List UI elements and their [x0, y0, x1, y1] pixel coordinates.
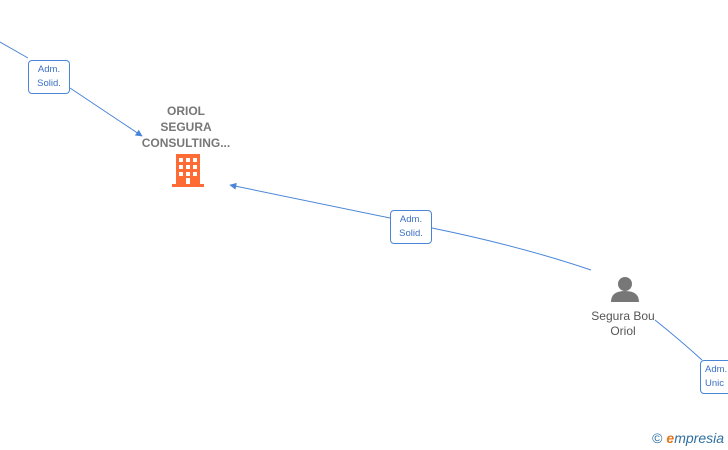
edge-line-person-to-company — [230, 185, 592, 271]
company-name[interactable]: ORIOL SEGURA CONSULTING... — [126, 103, 246, 151]
edge-label-line: Adm. — [399, 214, 423, 225]
edge-label-line: Unic — [705, 378, 725, 389]
edge-line-top-left — [0, 41, 142, 136]
brand-name: mpresia — [674, 430, 724, 446]
empresia-watermark: ©empresia — [652, 430, 724, 446]
edge-label-top-left: Adm. Solid. — [28, 60, 70, 94]
edge-line-bottom-right — [654, 319, 703, 361]
company-name-line: CONSULTING... — [141, 136, 231, 150]
edge-label-line: Solid. — [399, 228, 423, 239]
brand-initial: e — [666, 430, 675, 446]
edge-label-line: Adm. — [705, 364, 728, 375]
person-name[interactable]: Segura Bou Oriol — [578, 309, 668, 339]
building-icon[interactable] — [172, 154, 204, 187]
edge-label-middle: Adm. Solid. — [390, 210, 432, 244]
person-name-line: Segura Bou — [591, 309, 655, 323]
edge-label-line: Adm. — [37, 64, 61, 75]
copyright-symbol: © — [652, 430, 663, 446]
edge-label-line: Solid. — [37, 78, 61, 89]
person-name-line: Oriol — [610, 324, 636, 338]
company-name-line: SEGURA — [160, 120, 212, 134]
person-icon[interactable] — [611, 277, 639, 302]
edge-label-bottom-right: Adm. Unic — [700, 360, 728, 394]
company-name-line: ORIOL — [167, 104, 205, 118]
